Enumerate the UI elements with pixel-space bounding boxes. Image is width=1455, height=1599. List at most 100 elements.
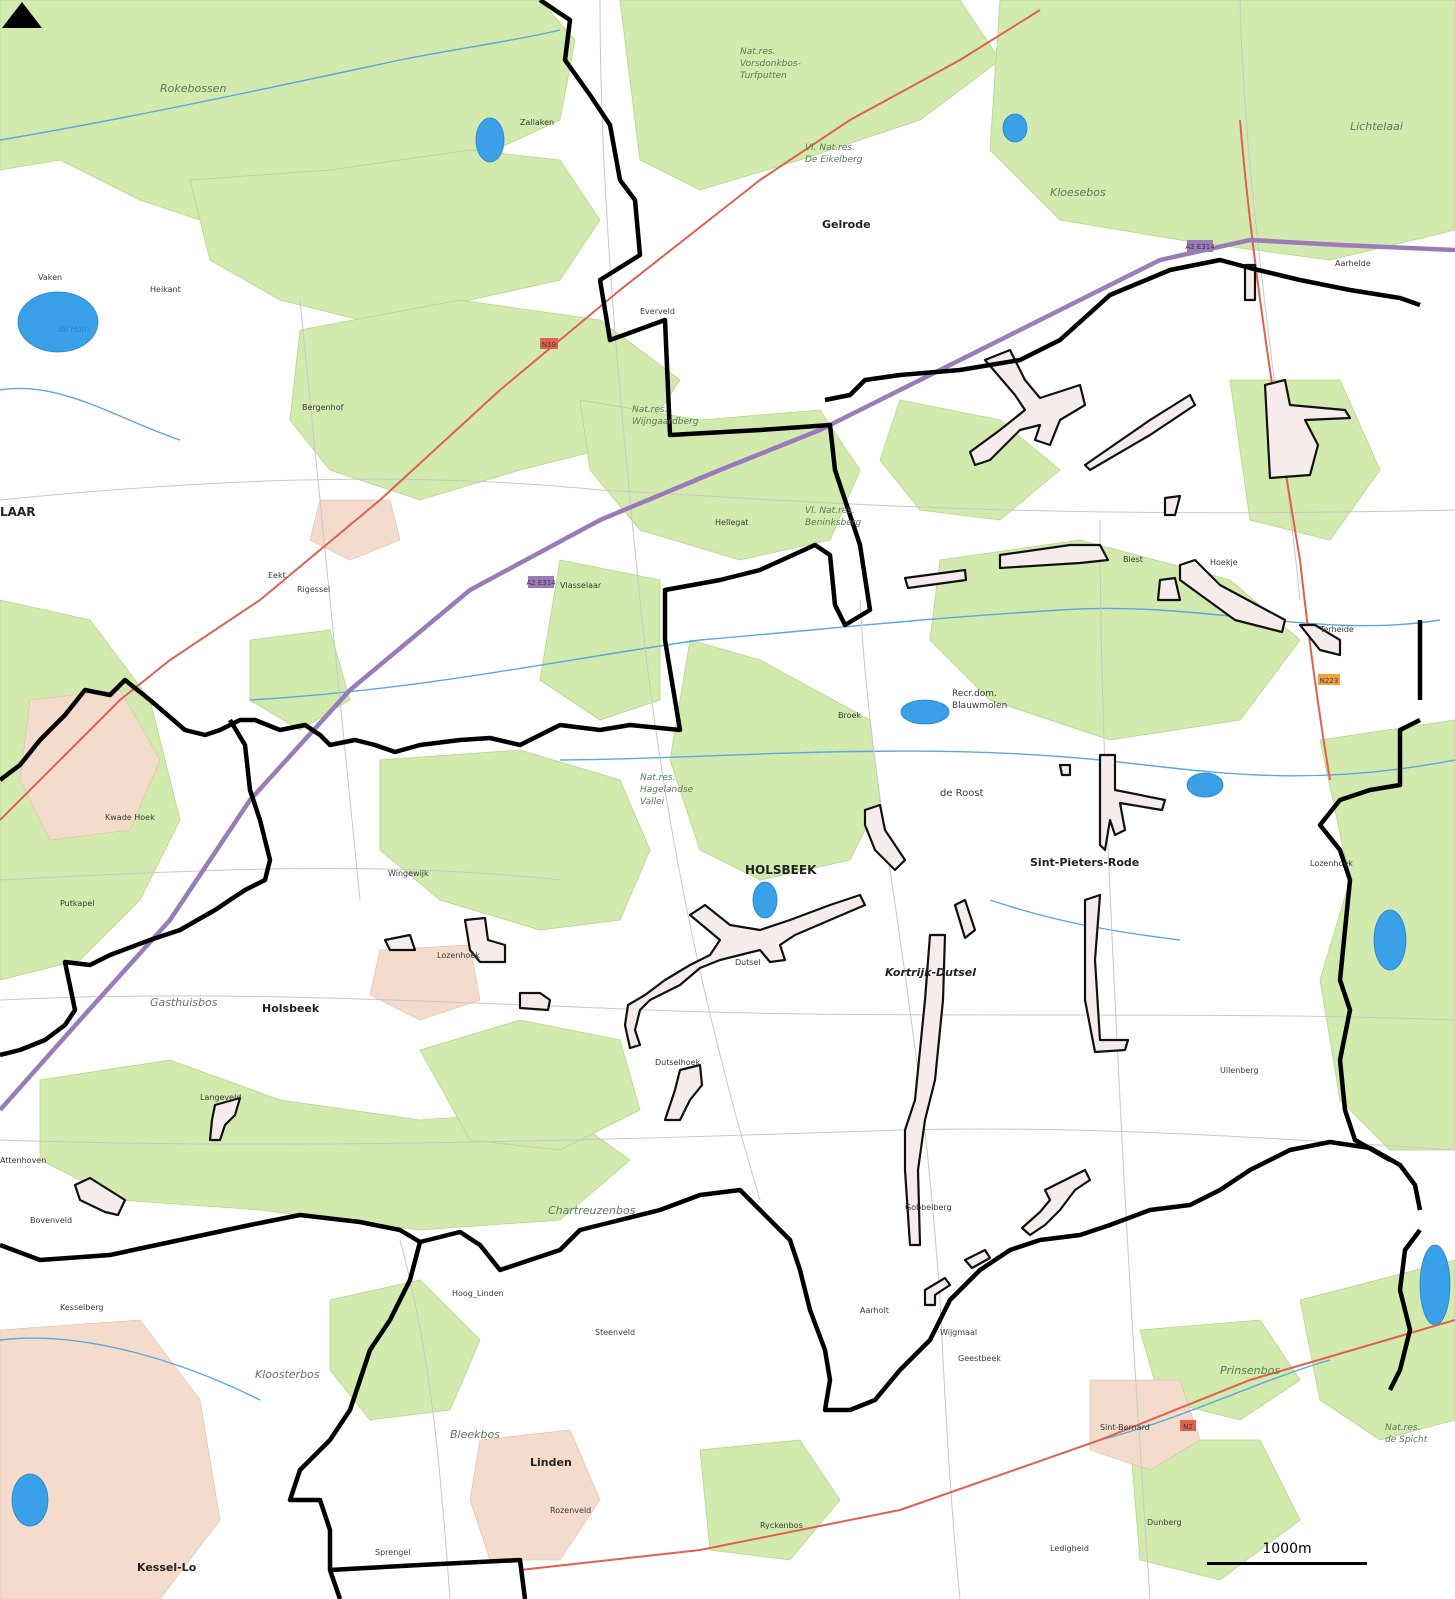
label-steenveld: Steenveld [595, 1328, 635, 1337]
boundary-line [1317, 717, 1422, 1162]
road-shield-a2 [1187, 240, 1213, 252]
zone [1083, 893, 1130, 1054]
label-bovenveld: Bovenveld [30, 1216, 72, 1225]
road-shield-n19 [540, 338, 558, 349]
label-vlasselaar: Vlasselaar [560, 581, 602, 590]
zone [903, 568, 968, 590]
label-kloesebos: Kloesebos [1050, 186, 1106, 199]
label-rozenveld: Rozenveld [550, 1506, 591, 1515]
road [0, 867, 561, 881]
development-zones [73, 263, 1352, 1307]
label-kessel-lo: Kessel-Lo [137, 1561, 197, 1574]
label-bleekbos: Bleekbos [450, 1428, 500, 1441]
label-eikt: Eekt [268, 571, 286, 580]
label-nieuwrode: Biest [1123, 555, 1143, 564]
label-nat-eikelberg-2: De Eikelberg [805, 155, 863, 165]
zone [1156, 576, 1182, 602]
label-hoog-linden: Hoog_Linden [452, 1289, 504, 1298]
label-a2-2: A2 E314 [1185, 243, 1215, 251]
road [0, 995, 1455, 1021]
zone [1083, 393, 1197, 472]
label-gelrode: Gelrode [822, 218, 871, 231]
road [599, 0, 761, 1201]
label-kloosterbos: Kloosterbos [255, 1368, 320, 1381]
label-sint-pieters-rode: Sint-Pieters-Rode [1030, 856, 1139, 869]
zone [1243, 263, 1257, 302]
zone [1098, 753, 1167, 852]
built-area [0, 1319, 221, 1599]
road-n223 [1239, 119, 1331, 781]
label-wijgmaal: Wijgmaal [940, 1328, 977, 1337]
zone [518, 991, 552, 1012]
label-gobbelberg: Gobbelberg [905, 1203, 952, 1212]
zone [968, 348, 1087, 467]
forest-area [879, 399, 1061, 521]
label-nat-hageland-3: Vallei [640, 797, 665, 807]
label-sprengel: Sprengel [375, 1548, 410, 1557]
forest-area [419, 1019, 641, 1151]
road-shield-a2 [528, 576, 554, 588]
label-vaken: Vaken [38, 273, 62, 282]
label-ullenberg: Ullenberg [1220, 1066, 1259, 1075]
zone [963, 1248, 992, 1270]
zone [1298, 623, 1342, 657]
stream [0, 387, 181, 441]
main-roads [0, 9, 1455, 1571]
forest-area [379, 749, 651, 931]
zone [1178, 558, 1287, 634]
pond [1373, 909, 1407, 971]
streams [0, 29, 1455, 1441]
forest-area [989, 0, 1455, 261]
label-lozenhoek: Lozenhoek [437, 951, 480, 960]
road [1239, 0, 1301, 601]
lake-de-hom [17, 291, 99, 353]
label-nat-beninks-1: Vl. Nat.res. [805, 506, 855, 516]
label-gasthuisbos: Gasthuisbos [150, 996, 218, 1009]
municipal-boundaries [0, 0, 1423, 1599]
label-holsbeek: Holsbeek [262, 1002, 320, 1015]
road-n2 [519, 1319, 1455, 1571]
stream [1099, 1359, 1331, 1441]
scale-label: 1000m [1262, 1541, 1312, 1557]
zone [208, 1096, 242, 1142]
forest-area [669, 639, 881, 881]
stream [559, 750, 1455, 777]
label-heikant: Heikant [150, 285, 181, 294]
scale-bar-line [1207, 1562, 1367, 1565]
zone [463, 916, 507, 964]
zone [663, 1063, 704, 1122]
forest-area [619, 0, 1001, 191]
boundary-line [0, 718, 273, 1058]
label-wingewijk: Wingewijk [388, 869, 429, 878]
pond [900, 699, 950, 725]
zone [1163, 494, 1182, 517]
label-ryckenbos: Ryckenbos [760, 1521, 803, 1530]
label-prinsenbos: Prinsenbos [1220, 1364, 1280, 1377]
label-bergenhof: Bergenhof [302, 403, 344, 412]
label-lichtelaai: Lichtelaai [1350, 120, 1403, 133]
water-bodies [11, 113, 1451, 1527]
label-nat-spicht-1: Nat.res. [1385, 1423, 1420, 1433]
boundary-line [824, 257, 1421, 403]
label-nat-beninks-2: Beninksberg [805, 518, 861, 528]
zone [903, 933, 947, 1247]
pond [1002, 113, 1028, 143]
pond [11, 1473, 49, 1527]
zone [73, 1176, 127, 1217]
label-aarhelde: Aarhelde [1335, 259, 1371, 268]
map-labels: HOLSBEEK Holsbeek Sint-Pieters-Rode Kort… [0, 47, 1428, 1574]
road [0, 1128, 1455, 1151]
road-labels: A2 E314 A2 E314 N19 N2 N223 [526, 240, 1340, 1431]
label-attenhoven: Attenhoven [0, 1156, 46, 1165]
stream [0, 29, 561, 141]
built-up-areas [0, 499, 1201, 1599]
built-area [469, 1429, 601, 1561]
label-hoekje: Hoekje [1210, 558, 1238, 567]
zone [953, 898, 977, 940]
stream [0, 1337, 261, 1401]
label-nat-vorsdonk-2: Vorsdonkbos- [740, 59, 801, 69]
zone [383, 933, 417, 952]
